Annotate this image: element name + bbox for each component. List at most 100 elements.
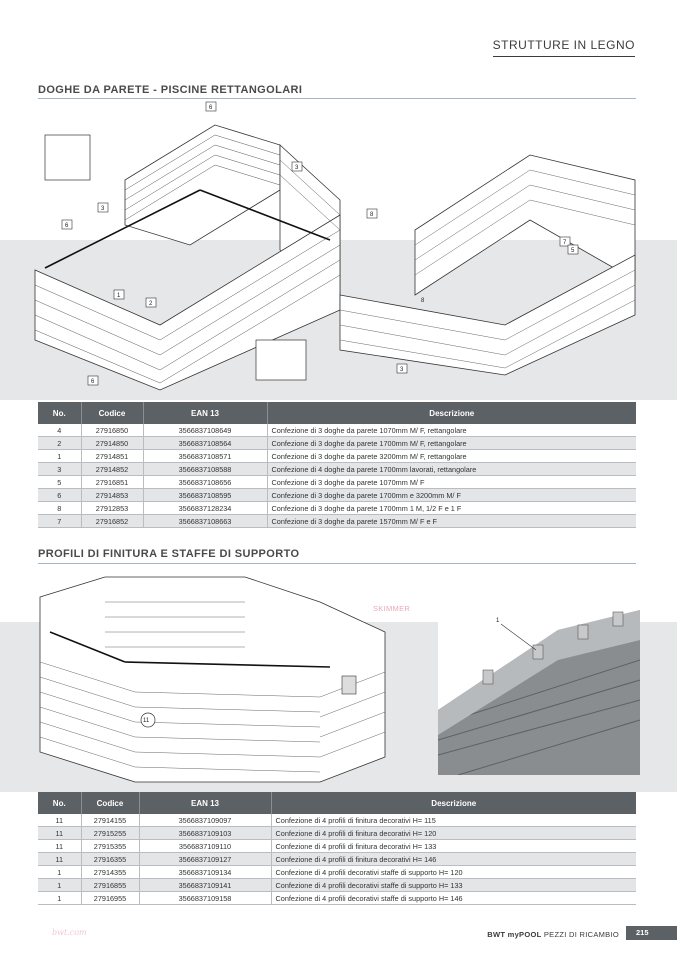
cell-description: Confezione di 4 profili decorativi staff… — [271, 865, 636, 879]
cell-no: 1 — [38, 878, 82, 892]
callout-8-low: 8 — [421, 298, 425, 304]
cell-description: Confezione di 4 profili di finitura deco… — [271, 852, 636, 866]
section-divider — [38, 563, 636, 564]
cell-ean: 3566837109097 — [139, 814, 272, 827]
callout-11: 11 — [143, 718, 150, 724]
cell-ean: 3566837108588 — [143, 462, 268, 476]
col-header-code: Codice — [81, 792, 140, 814]
table-row: 11 27915355 3566837109110 Confezione di … — [38, 839, 636, 853]
callout-1: 1 — [117, 293, 121, 299]
cell-no: 1 — [38, 865, 82, 879]
skimmer-label: SKIMMER — [373, 604, 411, 613]
col-header-description: Descrizione — [267, 402, 636, 424]
cell-code: 27916850 — [81, 424, 144, 437]
callout-7: 7 — [563, 240, 567, 246]
cell-no: 3 — [38, 462, 82, 476]
table-row: 8 27912853 3566837128234 Confezione di 3… — [38, 501, 636, 515]
cell-code: 27914355 — [81, 865, 140, 879]
cell-description: Confezione di 3 doghe da parete 3200mm M… — [267, 449, 636, 463]
table-row: 1 27916955 3566837109158 Confezione di 4… — [38, 891, 636, 905]
cell-code: 27916955 — [81, 891, 140, 905]
cell-no: 11 — [38, 852, 82, 866]
cell-description: Confezione di 3 doghe da parete 1700mm M… — [267, 436, 636, 450]
table-row: 1 27916855 3566837109141 Confezione di 4… — [38, 878, 636, 892]
cell-description: Confezione di 3 doghe da parete 1570mm M… — [267, 514, 636, 528]
callout-3-right: 3 — [295, 165, 299, 171]
callout-1-bracket: 1 — [496, 618, 500, 624]
section-divider — [38, 98, 636, 99]
cell-code: 27914155 — [81, 814, 140, 827]
cell-ean: 3566837108571 — [143, 449, 268, 463]
footer-brand-rest: PEZZI DI RICAMBIO — [541, 930, 619, 939]
cell-code: 27914850 — [81, 436, 144, 450]
cell-no: 2 — [38, 436, 82, 450]
cell-code: 27916855 — [81, 878, 140, 892]
finishing-profiles-table: No. Codice EAN 13 Descrizione 11 2791415… — [38, 792, 636, 905]
callout-6-bottom: 6 — [91, 379, 95, 385]
col-header-ean: EAN 13 — [143, 402, 268, 424]
table-row: 2 27914850 3566837108564 Confezione di 3… — [38, 436, 636, 450]
cell-description: Confezione di 4 profili decorativi staff… — [271, 878, 636, 892]
callout-3-bottom: 3 — [400, 367, 404, 373]
col-header-description: Descrizione — [271, 792, 636, 814]
cell-ean: 3566837109158 — [139, 891, 272, 905]
table-row: 11 27914155 3566837109097 Confezione di … — [38, 814, 636, 827]
page-number: 215 — [626, 926, 677, 940]
cell-description: Confezione di 4 profili di finitura deco… — [271, 839, 636, 853]
section-title-finishing-profiles: PROFILI DI FINITURA E STAFFE DI SUPPORTO — [38, 548, 300, 560]
cell-code: 27912853 — [81, 501, 144, 515]
table-row: 6 27914853 3566837108595 Confezione di 3… — [38, 488, 636, 502]
cell-ean: 3566837108595 — [143, 488, 268, 502]
col-header-ean: EAN 13 — [139, 792, 272, 814]
cell-code: 27916851 — [81, 475, 144, 489]
cell-code: 27916852 — [81, 514, 144, 528]
rectangular-pool-wall-diagram-left: 6 3 6 3 1 2 6 — [34, 101, 341, 391]
table-row: 7 27916852 3566837108663 Confezione di 3… — [38, 514, 636, 528]
cell-description: Confezione di 3 doghe da parete 1070mm M… — [267, 424, 636, 437]
cell-no: 4 — [38, 424, 82, 437]
callout-5: 5 — [571, 248, 575, 254]
cell-description: Confezione di 3 doghe da parete 1070mm M… — [267, 475, 636, 489]
cell-ean: 3566837109141 — [139, 878, 272, 892]
cell-ean: 3566837128234 — [143, 501, 268, 515]
cell-no: 6 — [38, 488, 82, 502]
section-title-wall-planks: DOGHE DA PARETE - PISCINE RETTANGOLARI — [38, 84, 303, 96]
cell-description: Confezione di 4 doghe da parete 1700mm l… — [267, 462, 636, 476]
table-row: 1 27914851 3566837108571 Confezione di 3… — [38, 449, 636, 463]
callout-6-left: 6 — [65, 223, 69, 229]
table-row: 5 27916851 3566837108656 Confezione di 3… — [38, 475, 636, 489]
cell-ean: 3566837108564 — [143, 436, 268, 450]
cell-code: 27914851 — [81, 449, 144, 463]
callout-2: 2 — [149, 301, 153, 307]
rectangular-pool-wall-diagram-right: 8 8 7 5 3 — [339, 154, 636, 376]
table-row: 3 27914852 3566837108588 Confezione di 4… — [38, 462, 636, 476]
table-row: 4 27916850 3566837108649 Confezione di 3… — [38, 424, 636, 437]
table-row: 1 27914355 3566837109134 Confezione di 4… — [38, 865, 636, 879]
cell-ean: 3566837109134 — [139, 865, 272, 879]
cell-ean: 3566837108663 — [143, 514, 268, 528]
cell-ean: 3566837108656 — [143, 475, 268, 489]
cell-description: Confezione di 3 doghe da parete 1700mm 1… — [267, 501, 636, 515]
cell-code: 27916355 — [81, 852, 140, 866]
table-row: 11 27916355 3566837109127 Confezione di … — [38, 852, 636, 866]
cell-ean: 3566837108649 — [143, 424, 268, 437]
wall-planks-table: No. Codice EAN 13 Descrizione 4 27916850… — [38, 402, 636, 528]
page-header-title: STRUTTURE IN LEGNO — [492, 38, 635, 57]
footer-brand-bold: BWT myPOOL — [487, 930, 542, 939]
cell-description: Confezione di 3 doghe da parete 1700mm e… — [267, 488, 636, 502]
cell-no: 11 — [38, 814, 82, 827]
table-row: 11 27915255 3566837109103 Confezione di … — [38, 826, 636, 840]
col-header-no: No. — [38, 402, 82, 424]
cell-no: 8 — [38, 501, 82, 515]
cell-ean: 3566837109110 — [139, 839, 272, 853]
cell-ean: 3566837109103 — [139, 826, 272, 840]
cell-no: 7 — [38, 514, 82, 528]
cell-no: 1 — [38, 449, 82, 463]
support-bracket-detail-photo: 1 — [438, 600, 640, 775]
octagonal-pool-frame-diagram: 11 — [39, 576, 386, 783]
callout-6-top: 6 — [209, 105, 213, 111]
cell-description: Confezione di 4 profili decorativi staff… — [271, 891, 636, 905]
col-header-code: Codice — [81, 402, 144, 424]
cell-description: Confezione di 4 profili di finitura deco… — [271, 826, 636, 840]
cell-description: Confezione di 4 profili di finitura deco… — [271, 814, 636, 827]
